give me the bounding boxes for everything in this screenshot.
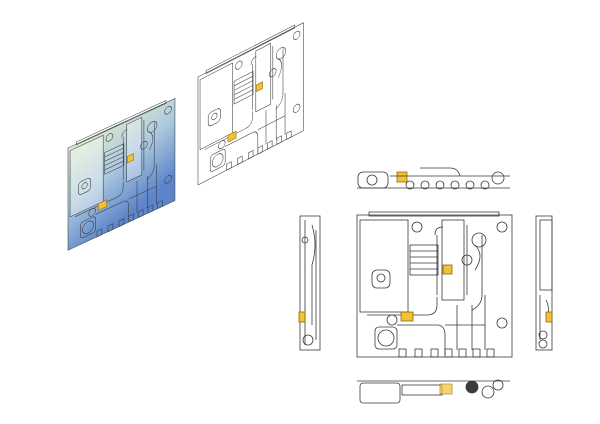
isometric-view-outline — [197, 20, 304, 186]
right-side-view — [535, 215, 553, 351]
top-view — [357, 167, 510, 190]
left-side-view — [298, 215, 321, 351]
isometric-view-shaded — [67, 95, 176, 251]
bottom-view — [357, 379, 510, 404]
front-view — [356, 211, 513, 358]
